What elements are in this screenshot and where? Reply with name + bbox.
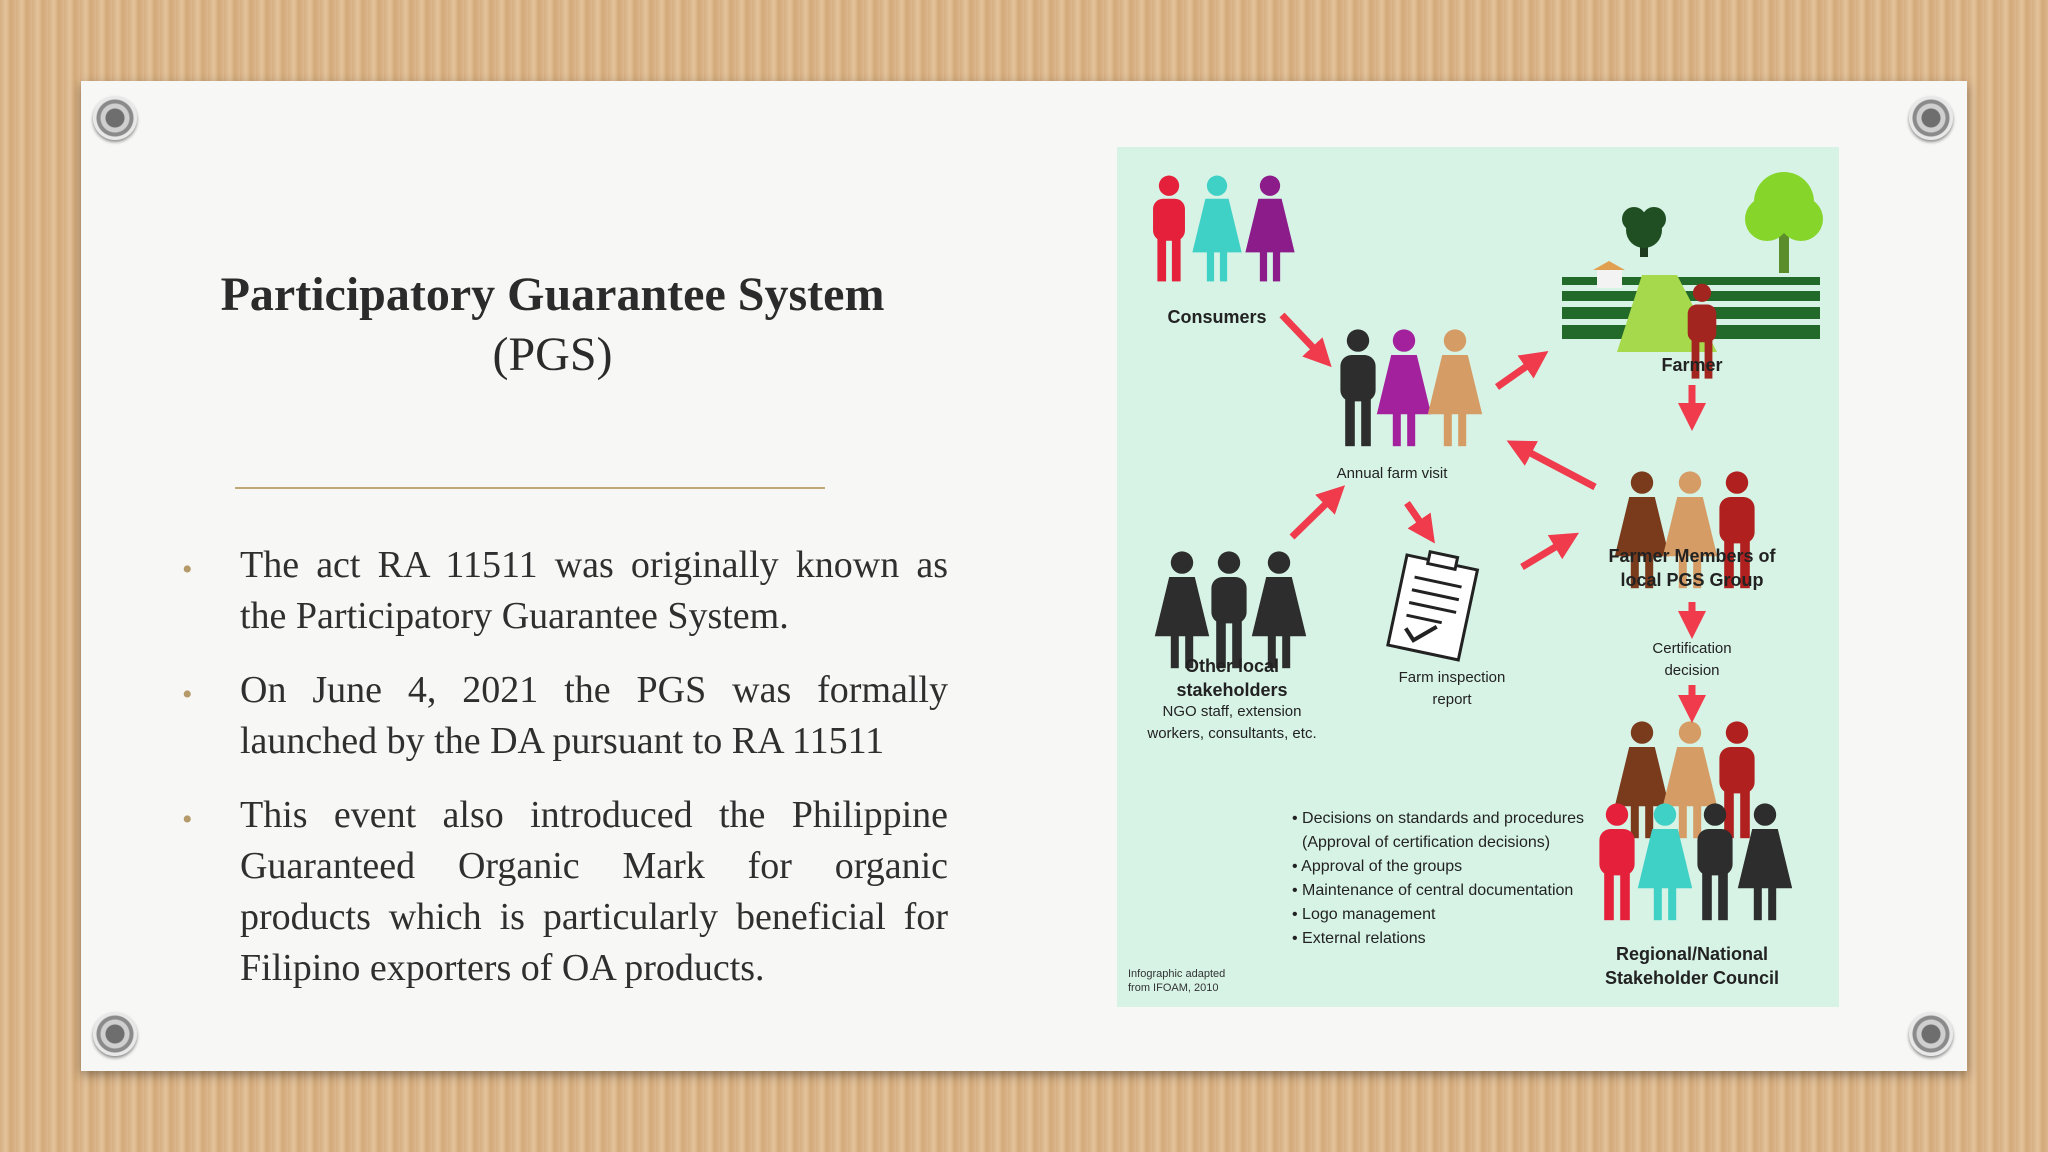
bullet-dot-icon: • (182, 553, 193, 586)
report-label-line2: report (1432, 691, 1472, 708)
slide-title: Participatory Guarantee System (PGS) (130, 265, 975, 385)
inspection-report-icon (1386, 549, 1480, 662)
annual-visit-label: Annual farm visit (1336, 465, 1448, 482)
report-label-line1: Farm inspection (1398, 669, 1506, 686)
title-divider (235, 487, 825, 489)
bullet-dot-icon: • (182, 678, 193, 711)
flow-arrows (1279, 312, 1706, 723)
decision-label-line1: Certification (1652, 640, 1732, 657)
grommet-icon (93, 96, 137, 140)
task-item: • Approval of the groups (1292, 858, 1463, 875)
other-stakeholders-icon (1154, 551, 1307, 669)
infographic-credit: Infographic adapted from IFOAM, 2010 (1128, 968, 1226, 994)
council-label-line2: Stakeholder Council (1604, 968, 1780, 988)
council-label-line1: Regional/National (1615, 944, 1768, 964)
grommet-icon (93, 1012, 137, 1056)
arrow-icon (1279, 312, 1332, 368)
other-sub-line1: NGO staff, extension (1162, 703, 1302, 720)
bullet-item: •On June 4, 2021 the PGS was formally la… (182, 669, 948, 762)
consumers-figures-icon (1153, 175, 1295, 282)
members-label-line2: local PGS Group (1620, 570, 1764, 590)
pgs-infographic: Consumers Farmer Annual farm visit Farme… (1117, 147, 1839, 1007)
council-tasks-list: • Decisions on standards and procedures … (1292, 807, 1584, 951)
other-sub-line2: workers, consultants, etc. (1147, 725, 1317, 742)
title-main: Participatory Guarantee System (220, 268, 885, 321)
grommet-icon (1909, 1012, 1953, 1056)
grommet-icon (1909, 96, 1953, 140)
task-item: • Decisions on standards and procedures (1292, 810, 1584, 827)
decision-label-line2: decision (1664, 662, 1720, 679)
arrow-icon (1404, 501, 1435, 544)
task-item: • External relations (1292, 930, 1426, 947)
task-item: (Approval of certification decisions) (1302, 834, 1551, 851)
bullet-dot-icon: • (182, 803, 193, 836)
bullet-item: •The act RA 11511 was originally known a… (182, 544, 948, 637)
arrow-icon (1494, 350, 1549, 390)
title-subtitle: (PGS) (492, 328, 613, 381)
farmer-label: Farmer (1661, 355, 1723, 375)
arrow-icon (1289, 485, 1346, 540)
consumers-label: Consumers (1167, 307, 1267, 327)
bullet-item: •This event also introduced the Philippi… (182, 794, 948, 989)
task-item: • Maintenance of central documentation (1292, 882, 1574, 899)
arrow-icon (1506, 440, 1597, 491)
bullet-list: •The act RA 11511 was originally known a… (180, 540, 948, 1017)
other-label-line1: Other local (1184, 656, 1280, 676)
stakeholder-council-icon (1599, 721, 1793, 921)
infographic-drawing (1153, 172, 1823, 921)
arrow-icon (1520, 532, 1580, 571)
annual-visit-group-icon (1340, 329, 1483, 447)
other-label-line2: stakeholders (1176, 680, 1288, 700)
task-item: • Logo management (1292, 906, 1436, 923)
members-label-line1: Farmer Members of (1608, 546, 1776, 566)
